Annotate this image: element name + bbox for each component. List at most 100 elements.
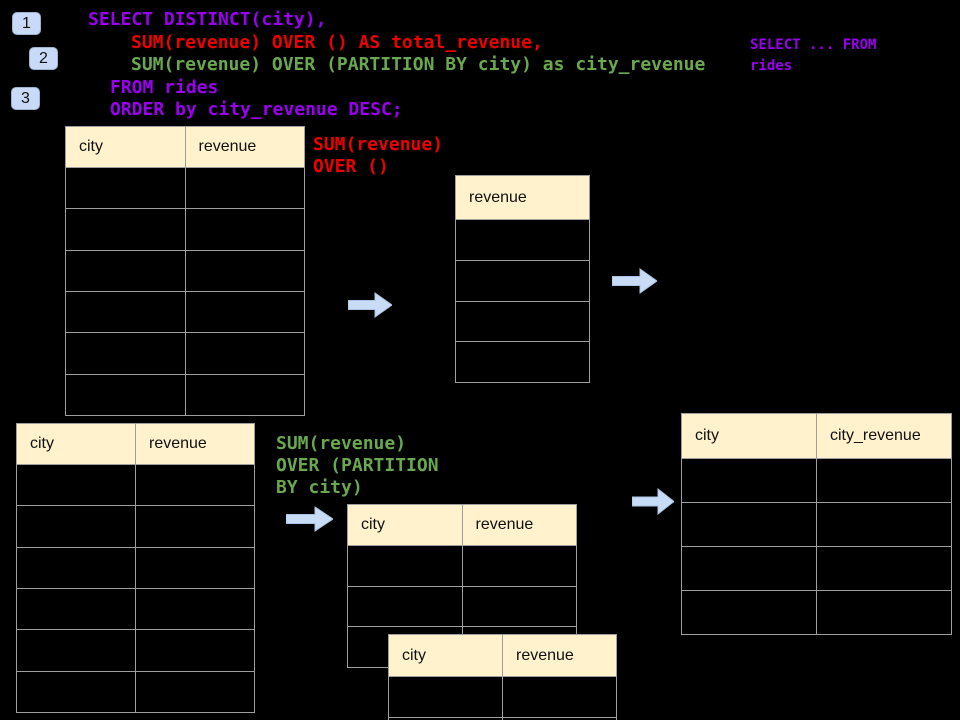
column-header-revenue: revenue (502, 635, 616, 676)
annotation-total-line-2: OVER () (313, 156, 389, 177)
column-header-city: city (695, 427, 719, 444)
table-cell-empty (135, 465, 254, 506)
table-cell-empty (184, 209, 305, 250)
table-cell-empty (456, 302, 589, 342)
table-cell-empty (389, 677, 502, 717)
table-cell-empty (17, 630, 135, 670)
table-row (682, 458, 951, 502)
table-row (456, 259, 589, 301)
annotation-partition: SUM(revenue) OVER (PARTITION BY city) (276, 433, 439, 499)
table-header-row: city revenue (389, 635, 616, 676)
table-row (66, 249, 305, 291)
side-note-line-2: rides (750, 58, 793, 74)
table-cell-empty (17, 672, 135, 712)
flow-arrow-to-partition (285, 506, 334, 537)
table-cell-empty (135, 671, 254, 712)
table-city-revenue-result: city city_revenue (681, 413, 952, 635)
table-row (66, 373, 305, 415)
table-cell-empty (816, 591, 951, 634)
table-row (17, 629, 254, 671)
annotation-partition-line-3: BY city) (276, 477, 363, 498)
table-row (66, 332, 305, 374)
sql-line-partition: SUM(revenue) OVER (PARTITION BY city) as… (131, 54, 706, 75)
table-cell-empty (17, 548, 135, 588)
side-note-line-1: SELECT ... FROM (750, 37, 877, 53)
annotation-total-line-1: SUM(revenue) (313, 134, 444, 155)
annotation-partition-line-1: SUM(revenue) (276, 433, 407, 454)
table-header-row: city revenue (17, 424, 254, 464)
column-header-city: city (30, 435, 54, 452)
table-rides-source-top: city revenue (65, 126, 305, 416)
table-cell-empty (184, 333, 305, 374)
table-cell-empty (66, 251, 185, 291)
table-header-row: revenue (456, 176, 589, 219)
step-badge-2: 2 (29, 47, 58, 70)
table-row (17, 546, 254, 588)
table-rides-source-bottom: city revenue (16, 423, 255, 713)
column-header-revenue: revenue (135, 424, 254, 464)
table-row (389, 676, 616, 717)
column-header-city: city (402, 646, 426, 664)
column-header-city: city (79, 138, 103, 155)
column-header-city-revenue: city_revenue (816, 414, 951, 458)
table-row (682, 546, 951, 590)
table-row (389, 716, 616, 720)
sql-line-total: SUM(revenue) OVER () AS total_revenue, (131, 31, 543, 53)
step-badge-1: 1 (12, 12, 41, 35)
sql-code-block: SELECT DISTINCT(city), SUM(revenue) OVER… (88, 9, 705, 122)
table-cell-empty (348, 587, 462, 627)
table-cell-empty (456, 342, 589, 382)
table-cell-empty (461, 546, 577, 586)
table-header-row: city revenue (66, 127, 304, 167)
table-cell-empty (502, 717, 616, 720)
flow-arrow-from-total (611, 268, 658, 299)
sql-line-select: SELECT DISTINCT(city), (88, 9, 327, 30)
table-cell-empty (348, 546, 462, 586)
table-cell-empty (456, 220, 589, 260)
table-cell-empty (461, 586, 577, 627)
table-cell-empty (816, 547, 951, 590)
table-cell-empty (17, 589, 135, 629)
table-cell-empty (135, 506, 254, 547)
column-header-revenue: revenue (184, 127, 305, 167)
table-row (66, 290, 305, 333)
table-header-row: city city_revenue (682, 414, 951, 458)
table-cell-empty (184, 374, 305, 415)
step-badge-3: 3 (11, 87, 40, 110)
table-cell-empty (66, 333, 185, 373)
table-row (456, 341, 589, 382)
table-cell-empty (184, 168, 305, 209)
table-row (66, 167, 305, 209)
table-cell-empty (682, 459, 816, 502)
annotation-total-revenue: SUM(revenue) OVER () (313, 134, 443, 178)
table-row (17, 670, 254, 712)
table-row (17, 464, 254, 506)
flow-arrow-to-total (347, 292, 393, 323)
table-row (682, 502, 951, 546)
table-row (17, 587, 254, 630)
table-cell-empty (502, 677, 616, 717)
sql-line-order: ORDER by city_revenue DESC; (110, 99, 403, 120)
table-cell-empty (184, 291, 305, 333)
table-cell-empty (66, 168, 185, 208)
side-note: SELECT ... FROM rides (750, 35, 876, 77)
table-cell-empty (17, 506, 135, 546)
flow-arrow-to-result (631, 487, 675, 520)
table-cell-empty (135, 547, 254, 588)
table-partition-step-front: city revenue (388, 634, 617, 720)
table-cell-empty (184, 250, 305, 291)
table-partition-step-back: city revenue (347, 504, 577, 668)
table-cell-empty (66, 209, 185, 249)
table-row (348, 585, 577, 627)
table-cell-empty (456, 261, 589, 301)
table-cell-empty (66, 375, 185, 415)
table-cell-empty (682, 547, 816, 590)
table-cell-empty (135, 630, 254, 671)
table-row (348, 545, 576, 586)
column-header-revenue: revenue (461, 505, 577, 545)
table-cell-empty (816, 503, 951, 546)
table-cell-empty (66, 292, 185, 332)
table-row (682, 590, 951, 634)
table-row (17, 505, 254, 547)
table-cell-empty (135, 588, 254, 630)
